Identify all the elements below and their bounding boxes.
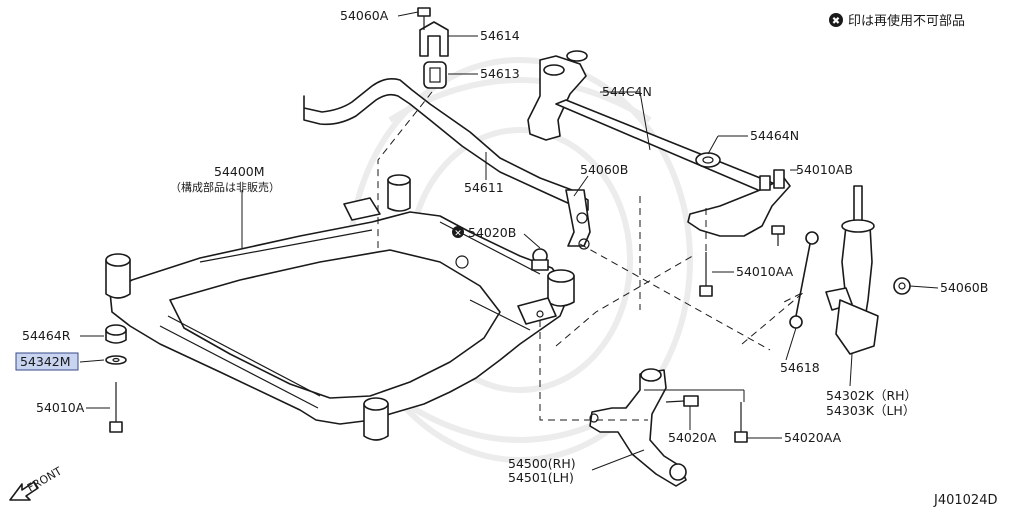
label-54010AA[interactable]: 54010AA bbox=[736, 264, 794, 279]
label-54613[interactable]: 54613 bbox=[480, 66, 520, 81]
label-54614[interactable]: 54614 bbox=[480, 28, 520, 43]
stabilizer-bushing[interactable] bbox=[423, 61, 447, 89]
label-54010A[interactable]: 54010A bbox=[36, 400, 85, 415]
legend-text: 印は再使用不可部品 bbox=[848, 13, 965, 29]
label-54500[interactable]: 54500(RH) bbox=[508, 456, 576, 471]
non-reusable-icon bbox=[829, 13, 843, 27]
stabilizer-clamp[interactable] bbox=[419, 21, 449, 57]
rear-bracket-bolt[interactable] bbox=[771, 225, 785, 246]
stabilizer-link[interactable] bbox=[789, 231, 819, 329]
label-54020B[interactable]: 54020B bbox=[468, 225, 516, 240]
label-54464R[interactable]: 54464R bbox=[22, 328, 71, 343]
strut-nut[interactable] bbox=[893, 277, 911, 295]
non-reusable-legend: ✖ 印は再使用不可部品 bbox=[829, 13, 965, 29]
strut-assembly[interactable] bbox=[825, 185, 879, 355]
label-54303K[interactable]: 54303K（LH） bbox=[826, 403, 915, 418]
mount-bolt-54010A[interactable] bbox=[109, 382, 123, 433]
arm-bolt-54020AA[interactable] bbox=[734, 402, 748, 443]
leader-lines bbox=[79, 11, 939, 471]
non-reusable-symbol: ✖ bbox=[832, 16, 840, 27]
highlight-box bbox=[15, 352, 79, 371]
front-label: FRONT bbox=[25, 464, 64, 494]
non-reusable-marker-54020B: ✕ bbox=[452, 226, 464, 239]
arm-bolt-54020A[interactable] bbox=[665, 395, 699, 407]
mount-washer-highlighted[interactable] bbox=[105, 355, 127, 365]
mount-insulator[interactable] bbox=[105, 324, 127, 344]
label-54060A[interactable]: 54060A bbox=[340, 8, 389, 23]
lower-control-arm[interactable] bbox=[589, 368, 687, 487]
assembly-lines bbox=[377, 91, 805, 421]
callout-labels: 54060A 54614 54613 544C4N 54464N 54010AB… bbox=[15, 8, 988, 485]
label-544C4N[interactable]: 544C4N bbox=[602, 84, 652, 99]
label-54464N[interactable]: 54464N bbox=[750, 128, 799, 143]
rear-member-assembly[interactable] bbox=[527, 50, 791, 237]
long-bolt-54010AA[interactable] bbox=[699, 252, 713, 297]
label-54020A[interactable]: 54020A bbox=[668, 430, 717, 445]
diagram-code: J401024D bbox=[933, 493, 997, 508]
label-54302K[interactable]: 54302K（RH） bbox=[826, 388, 917, 403]
front-subframe[interactable] bbox=[105, 174, 575, 441]
front-direction-indicator: FRONT bbox=[9, 464, 64, 501]
label-54618[interactable]: 54618 bbox=[780, 360, 820, 375]
label-54501[interactable]: 54501(LH) bbox=[508, 470, 574, 485]
label-54060B-right[interactable]: 54060B bbox=[940, 280, 988, 295]
label-54400M[interactable]: 54400M bbox=[214, 164, 265, 179]
label-54060B-top[interactable]: 54060B bbox=[580, 162, 628, 177]
label-54400M-note: （構成部品は非販売） bbox=[170, 180, 280, 194]
front-arrow-icon bbox=[9, 481, 39, 501]
subframe-nut-54020B[interactable] bbox=[531, 248, 549, 271]
label-54010AB[interactable]: 54010AB bbox=[796, 162, 853, 177]
label-54342M[interactable]: 54342M bbox=[20, 354, 71, 369]
mount-washer[interactable] bbox=[695, 152, 721, 168]
label-54611[interactable]: 54611 bbox=[464, 180, 504, 195]
label-54020AA[interactable]: 54020AA bbox=[784, 430, 842, 445]
svg-text:✕: ✕ bbox=[454, 229, 462, 239]
